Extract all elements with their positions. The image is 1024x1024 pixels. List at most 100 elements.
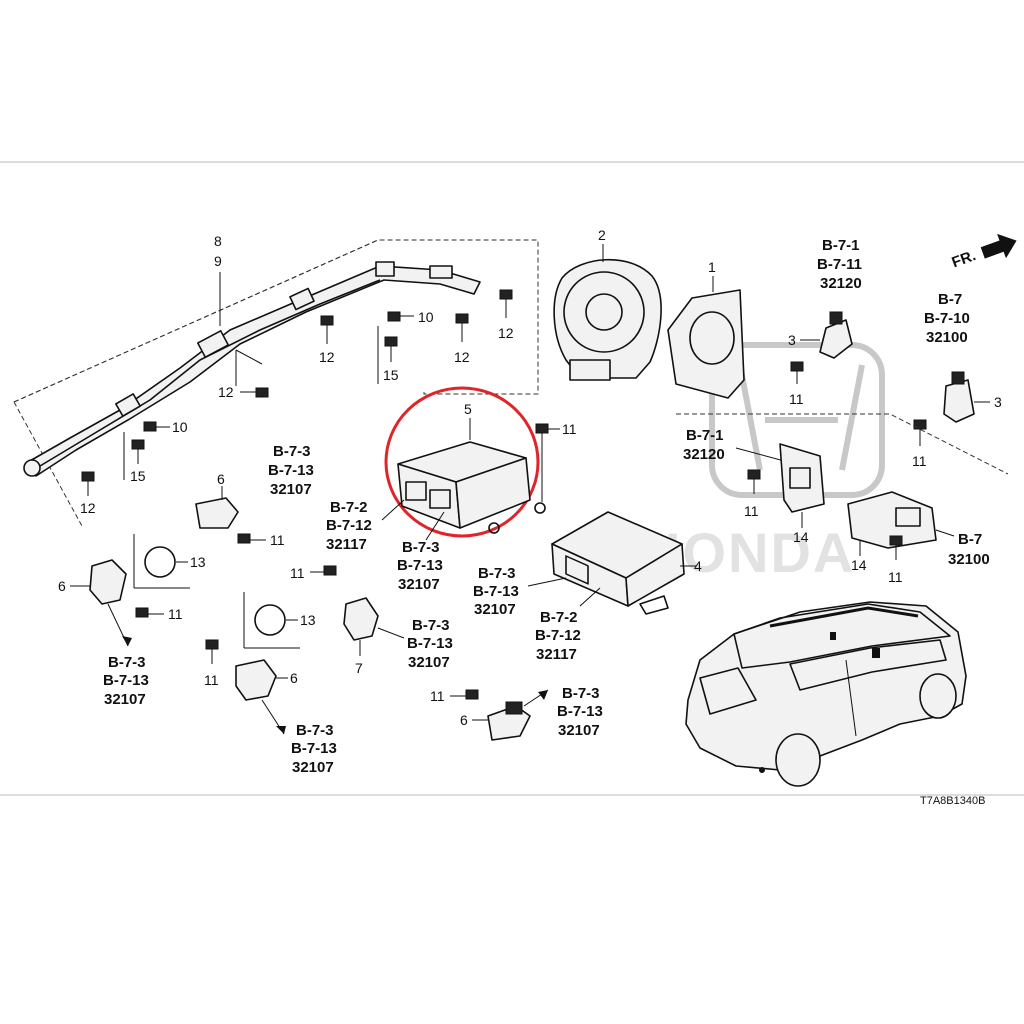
ref-bot-line1: B-7-3 [296,722,334,739]
oring-13b: 13 [243,592,316,649]
callout-11-g: 11 [290,565,305,581]
callout-11-a: 11 [789,391,804,407]
ref-top-group: B-7-3 B-7-13 32107 [268,443,314,498]
steering-sensor-part: 1 [667,259,745,399]
steering-sensor-plate [667,289,745,399]
callout-12-b: 12 [454,349,470,365]
oring-13a: 13 [133,534,206,589]
clockspring-ring [563,271,645,353]
bolt-11-g [310,565,337,576]
vehicle-rear-window [699,667,757,715]
front-direction-label: FR. [950,247,979,271]
bolt-11-a [790,361,804,384]
ref-ecu2-line1: B-7-3 [478,565,516,582]
sensor-6c: 6 [235,659,298,735]
ref-mid-line3: 32107 [398,576,440,593]
sensor-6c-body [235,659,277,701]
callout-11-h: 11 [168,606,183,622]
sensor-6b: 6 [58,559,132,647]
sensor-3b-body [943,379,975,423]
curtain-clip-4 [429,265,453,279]
ecu-part: 4 [551,511,702,615]
ref-b7s-line2: 32100 [948,551,990,568]
ref-left-line1: B-7-3 [108,654,146,671]
callout-12-e: 12 [80,500,96,516]
sensor-6a: 6 [195,471,239,529]
callout-10-b: 10 [172,419,188,435]
callout-15-b: 15 [130,468,146,484]
callout-12-d: 12 [218,384,234,400]
sensor-7: 7 [343,597,405,676]
callout-3a: 3 [788,332,796,348]
leader-b72 [381,499,405,521]
drawing-code: T7A8B1340B [920,795,985,807]
ref-b72b-line1: B-7-2 [540,609,578,626]
callout-10-a: 10 [418,309,434,325]
ref-b72b-group: B-7-2 B-7-12 32117 [535,587,601,663]
ref-mid-line2: B-7-13 [397,557,443,574]
clockspring-core [585,293,623,331]
ref-br-line2: B-7-13 [557,703,603,720]
callout-11-b: 11 [912,453,927,469]
bolt-12-e [81,471,95,496]
ref-b72b-line3: 32117 [536,646,577,663]
bolt-11-b [913,419,927,446]
honda-h-mark [737,364,865,471]
srs-unit-side [455,457,531,529]
curtain-bolts: 12 10 12 12 15 12 10 15 12 [80,289,514,516]
callout-1: 1 [708,259,716,275]
ref-c7-group: B-7-3 B-7-13 32107 [407,617,453,671]
ref-left-line3: 32107 [104,691,146,708]
arrowhead-6d [538,690,548,700]
curtain-airbag-body [27,265,481,477]
callout-8: 8 [214,233,222,249]
ref-b7-line3: 32100 [926,329,968,346]
sensor-7-body [343,597,379,641]
callout-3b: 3 [994,394,1002,410]
callout-11-f: 11 [270,532,285,548]
sensor-3a-body [819,319,853,359]
highlight-circle [384,386,540,538]
bolt-11-f [237,533,266,544]
ref-ecu2-line3: 32107 [474,601,516,618]
front-arrow-icon [980,233,1017,259]
bolt-11-d [889,535,903,560]
ref-b71-group: B-7-1 32120 14 11 [683,427,825,545]
ref-top-line1: B-7-3 [273,443,311,460]
vehicle-side-window [789,639,947,691]
callout-5: 5 [464,401,472,417]
ref-b72-line1: B-7-2 [330,499,368,516]
ref-c7-line1: B-7-3 [412,617,450,634]
bolt-12-c [320,315,334,344]
bolt-12-b [455,313,469,342]
arrowhead-6c [276,726,286,734]
vehicle-sensor-mark-a [830,632,836,640]
bolt-12-a [499,289,513,318]
bolt-11-i [205,639,219,664]
clockspring-body [553,258,662,379]
leader-c7-ref [377,627,405,639]
ref-mid-group: B-7-3 B-7-13 32107 [397,511,445,593]
ref-b7-line1: B-7 [938,291,962,308]
sensor-6a-body [195,497,239,529]
leader-b72b [579,587,601,607]
ref-b711-line2: B-7-11 [817,256,862,273]
ref-b7-line2: B-7-10 [924,310,970,327]
ref-b711-group: B-7-1 B-7-11 32120 3 11 [788,237,862,407]
callout-9: 9 [214,253,222,269]
ref-b7s-line1: B-7 [958,531,982,548]
bolt-10-b [143,421,170,432]
curtain-end-cap [23,459,41,477]
srs-mount-tab-b [534,502,546,514]
callout-11-j: 11 [430,688,445,704]
ref-ecu2-line2: B-7-13 [473,583,519,600]
ref-left-group: B-7-3 B-7-13 32107 [103,654,149,708]
bolt-15-a [384,336,398,362]
ref-b7-group: B-7 B-7-10 32100 3 11 [912,291,1002,469]
curtain-clip-1 [196,330,230,358]
bracket-14a-sensor [789,467,811,489]
ref-bot-group: B-7-3 B-7-13 32107 [291,722,337,776]
callout-7: 7 [355,660,363,676]
steering-sensor-ring [689,311,735,365]
clockspring-part: 2 [553,227,662,381]
